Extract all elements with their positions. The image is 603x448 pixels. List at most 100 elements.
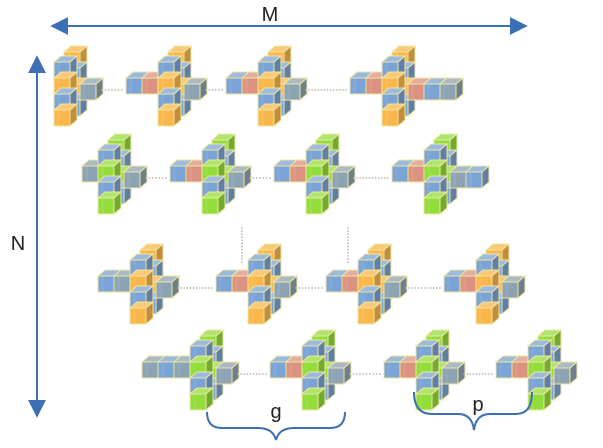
cube-highlight [531, 363, 534, 377]
cube [256, 102, 283, 128]
connector-dot [432, 287, 435, 289]
connector-dot [195, 287, 198, 289]
connector-dot [255, 177, 258, 179]
cube-front-face [357, 307, 375, 325]
cube-highlight [219, 277, 222, 291]
connector-dot [369, 373, 371, 375]
cube-highlight [83, 85, 86, 99]
connector-dot [308, 287, 310, 289]
cube [300, 386, 327, 412]
connector-dot [241, 258, 243, 260]
cube-cluster [224, 44, 309, 128]
connector-dots [101, 89, 493, 375]
cube [214, 360, 241, 386]
cube-cluster [382, 328, 467, 412]
cube-front-face [183, 83, 201, 101]
cube [438, 76, 465, 102]
cube-highlight [133, 261, 136, 275]
connector-dot [463, 373, 465, 375]
cube-highlight [57, 63, 60, 77]
cube-highlight [385, 79, 388, 93]
connector-dot [243, 373, 246, 375]
cube-highlight [133, 293, 136, 307]
cube-highlight [161, 95, 164, 109]
connector-dot [317, 89, 320, 91]
connector-dot [347, 248, 349, 251]
connector-dot [374, 177, 377, 179]
cube-front-face [141, 77, 159, 95]
cube-highlight [219, 369, 222, 383]
cube-highlight [57, 95, 60, 109]
connector-dot [345, 89, 347, 91]
cube-front-face [443, 275, 461, 293]
cube-highlight [261, 95, 264, 109]
cube-highlight [361, 261, 364, 275]
connector-dot [161, 177, 164, 179]
cube-front-face [215, 367, 233, 385]
connector-dot [298, 287, 301, 289]
cube-highlight [479, 277, 482, 291]
cube-highlight [273, 363, 276, 377]
connector-dot [214, 89, 217, 91]
cube-highlight [57, 111, 60, 125]
cube [380, 102, 407, 128]
cube-highlight [557, 369, 560, 383]
connector-dot [183, 287, 186, 289]
cube [154, 274, 181, 300]
cube-highlight [305, 395, 308, 409]
cube-highlight [385, 63, 388, 77]
cube-highlight [101, 183, 104, 197]
connector-dot [423, 287, 426, 289]
cube-front-face [383, 361, 401, 379]
connector-dot [208, 89, 211, 91]
cube-front-face [511, 361, 529, 379]
connector-dot [241, 248, 243, 251]
connector-dot [151, 177, 154, 179]
connector-dot [347, 239, 349, 242]
connector-dot [241, 245, 243, 248]
cube-front-face [449, 171, 467, 189]
connector-dot [329, 89, 332, 91]
cube [96, 190, 123, 216]
connector-dot [211, 89, 214, 91]
cube-highlight [353, 79, 356, 93]
cube [246, 300, 273, 326]
cube-front-face [501, 281, 519, 299]
cube-front-face [475, 307, 493, 325]
connector-dot [491, 373, 493, 375]
cube-highlight [479, 261, 482, 275]
connector-dot [145, 177, 147, 179]
connector-dot [311, 89, 314, 91]
cube-highlight [531, 395, 534, 409]
connector-dot [377, 177, 380, 179]
cube-front-face [465, 171, 483, 189]
cube-highlight [309, 151, 312, 165]
cube-front-face [301, 393, 319, 411]
cube-highlight [309, 183, 312, 197]
cube-highlight [101, 151, 104, 165]
cube-front-face [441, 367, 459, 385]
connector-dot [269, 177, 271, 179]
cube [500, 274, 527, 300]
cube-highlight [443, 85, 446, 99]
cube-front-face [123, 171, 141, 189]
connector-dot [259, 177, 261, 179]
connector-dot [252, 373, 255, 375]
connector-dot [198, 287, 201, 289]
connector-dot [104, 89, 107, 91]
cube-highlight [101, 167, 104, 181]
connector-dot [117, 89, 120, 91]
connector-dot [368, 177, 371, 179]
connector-dot [241, 236, 243, 239]
cube-cluster [442, 242, 527, 326]
connector-dot [241, 254, 243, 257]
connector-dot [352, 373, 355, 375]
cube-front-face [399, 361, 417, 379]
cube-front-face [289, 165, 307, 183]
cube-front-face [285, 361, 303, 379]
cube-front-face [79, 83, 97, 101]
cube-highlight [479, 309, 482, 323]
cube-highlight [505, 283, 508, 297]
connector-dot [359, 373, 361, 375]
